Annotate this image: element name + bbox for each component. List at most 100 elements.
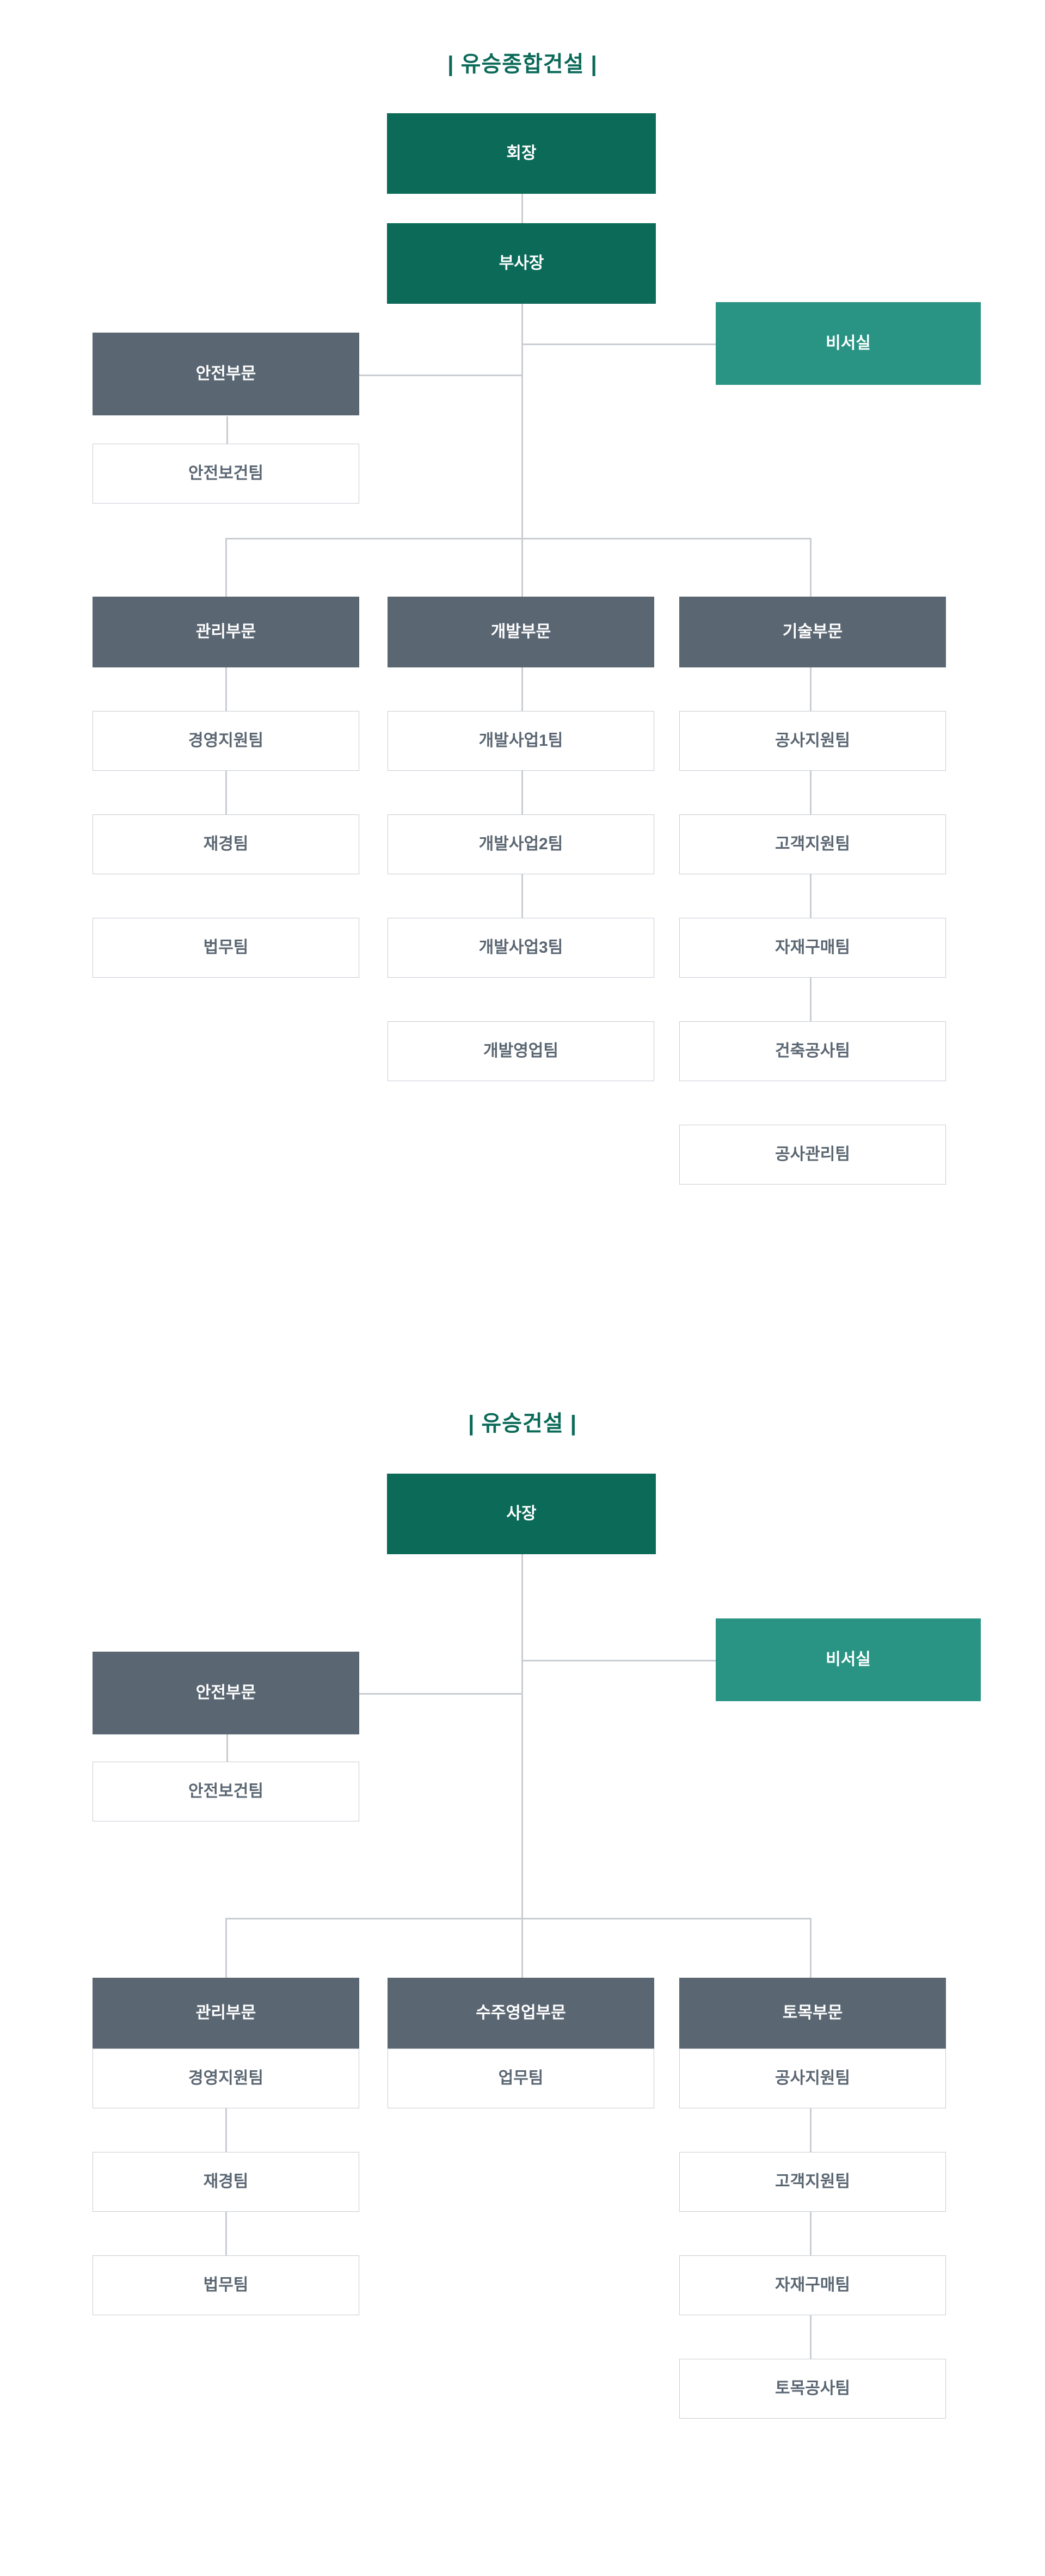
node-label: 건축공사팀 xyxy=(775,1042,850,1060)
node-label: 관리부문 xyxy=(195,2004,256,2022)
node-president[interactable]: 사장 xyxy=(387,1474,656,1554)
connector-division-bus xyxy=(225,538,810,539)
node-division-management[interactable]: 관리부문 xyxy=(93,1978,359,2048)
node-label: 관리부문 xyxy=(195,623,256,641)
node-secretary-office[interactable]: 비서실 xyxy=(716,1618,981,1701)
node-team[interactable]: 고객지원팀 xyxy=(679,814,946,874)
connector-col3-seg3 xyxy=(810,2315,812,2359)
node-team[interactable]: 공사지원팀 xyxy=(679,2048,946,2108)
connector-bus-to-col3 xyxy=(810,1918,812,1978)
node-team[interactable]: 개발영업팀 xyxy=(388,1021,654,1081)
node-team[interactable]: 공사관리팀 xyxy=(679,1125,946,1185)
connector-col2-seg3 xyxy=(521,874,523,918)
connector-safety-to-team xyxy=(226,1734,228,1762)
connector-chairman-to-vicepresident xyxy=(521,193,523,226)
node-label: 안전부문 xyxy=(195,1684,256,1702)
node-safety-health-team[interactable]: 안전보건팀 xyxy=(93,444,359,504)
node-label: 재경팀 xyxy=(203,2173,249,2191)
chart-title: | 유승종합건설 | xyxy=(447,52,598,76)
node-label: 사장 xyxy=(506,1505,537,1523)
node-label: 개발부문 xyxy=(490,623,551,641)
connector-col1-seg2 xyxy=(225,2212,227,2255)
connector-safety-to-team xyxy=(226,416,228,444)
node-division-development[interactable]: 개발부문 xyxy=(388,597,654,667)
node-team[interactable]: 개발사업2팀 xyxy=(388,814,654,874)
connector-col3-seg2 xyxy=(810,2212,812,2255)
connector-bus-to-col1 xyxy=(225,538,227,597)
node-label: 공사지원팀 xyxy=(775,732,850,750)
node-label: 개발사업1팀 xyxy=(478,732,563,750)
node-label: 개발사업3팀 xyxy=(478,939,563,956)
node-label: 고객지원팀 xyxy=(775,2173,850,2191)
node-label: 재경팀 xyxy=(203,835,249,853)
connector-col3-seg2 xyxy=(810,771,812,814)
node-team[interactable]: 업무팀 xyxy=(388,2048,654,2108)
node-safety-health-team[interactable]: 안전보건팀 xyxy=(93,1762,359,1821)
node-team[interactable]: 재경팀 xyxy=(93,814,359,874)
node-division-civil-engineering[interactable]: 토목부문 xyxy=(679,1978,946,2048)
node-label: 안전보건팀 xyxy=(188,1782,263,1800)
node-label: 개발영업팀 xyxy=(483,1042,558,1060)
connector-col3-seg1 xyxy=(810,2108,812,2152)
node-safety-division[interactable]: 안전부문 xyxy=(93,1652,359,1734)
node-team[interactable]: 토목공사팀 xyxy=(679,2359,946,2419)
node-label: 공사관리팀 xyxy=(775,1145,850,1163)
connector-to-secretary xyxy=(521,1660,717,1661)
node-team[interactable]: 경영지원팀 xyxy=(93,2048,359,2108)
node-division-sales[interactable]: 수주영업부문 xyxy=(388,1978,654,2048)
node-label: 부사장 xyxy=(499,254,544,272)
chart-title: | 유승건설 | xyxy=(468,1412,577,1436)
node-team[interactable]: 고객지원팀 xyxy=(679,2152,946,2212)
node-label: 법무팀 xyxy=(203,939,249,956)
node-label: 비서실 xyxy=(826,1651,871,1669)
node-team[interactable]: 개발사업1팀 xyxy=(388,711,654,771)
connector-to-safety-division xyxy=(359,1693,522,1695)
node-division-technology[interactable]: 기술부문 xyxy=(679,597,946,667)
node-label: 자재구매팀 xyxy=(775,939,850,956)
node-chairman[interactable]: 회장 xyxy=(387,113,656,194)
node-team[interactable]: 자재구매팀 xyxy=(679,918,946,978)
node-team[interactable]: 법무팀 xyxy=(93,918,359,978)
connector-bus-to-col2 xyxy=(521,538,523,597)
node-safety-division[interactable]: 안전부문 xyxy=(93,333,359,415)
node-label: 경영지원팀 xyxy=(188,2069,263,2087)
connector-division-bus xyxy=(225,1918,810,1919)
node-team[interactable]: 공사지원팀 xyxy=(679,711,946,771)
connector-col2-seg2 xyxy=(521,771,523,814)
connector-col1-seg1 xyxy=(225,667,227,711)
connector-to-secretary xyxy=(521,344,717,345)
node-team[interactable]: 개발사업3팀 xyxy=(388,918,654,978)
connector-col1-seg2 xyxy=(225,771,227,814)
connector-col3-seg3 xyxy=(810,874,812,918)
node-label: 법무팀 xyxy=(203,2276,249,2294)
connector-col3-seg4 xyxy=(810,978,812,1021)
node-label: 고객지원팀 xyxy=(775,835,850,853)
node-team[interactable]: 재경팀 xyxy=(93,2152,359,2212)
connector-col2-seg1 xyxy=(521,667,523,711)
node-team[interactable]: 건축공사팀 xyxy=(679,1021,946,1081)
node-team[interactable]: 법무팀 xyxy=(93,2255,359,2315)
node-division-management[interactable]: 관리부문 xyxy=(93,597,359,667)
connector-bus-to-col3 xyxy=(810,538,812,597)
connector-bus-to-col1 xyxy=(225,1918,227,1978)
node-label: 비서실 xyxy=(826,334,871,352)
node-label: 토목공사팀 xyxy=(775,2379,850,2397)
node-label: 공사지원팀 xyxy=(775,2069,850,2087)
connector-col3-seg1 xyxy=(810,667,812,711)
connector-col1-seg1 xyxy=(225,2108,227,2152)
connector-bus-to-col2 xyxy=(521,1918,523,1978)
node-team[interactable]: 자재구매팀 xyxy=(679,2255,946,2315)
node-label: 경영지원팀 xyxy=(188,732,263,750)
node-team[interactable]: 경영지원팀 xyxy=(93,711,359,771)
node-label: 토목부문 xyxy=(782,2004,843,2022)
node-label: 자재구매팀 xyxy=(775,2276,850,2294)
connector-vicepresident-down xyxy=(521,302,523,539)
node-secretary-office[interactable]: 비서실 xyxy=(716,302,981,385)
connector-to-safety-division xyxy=(359,375,522,376)
node-vice-president[interactable]: 부사장 xyxy=(387,223,656,304)
node-label: 기술부문 xyxy=(782,623,843,641)
node-label: 안전보건팀 xyxy=(188,464,263,482)
node-label: 업무팀 xyxy=(498,2069,544,2087)
node-label: 안전부문 xyxy=(195,365,256,383)
node-label: 수주영업부문 xyxy=(476,2004,566,2022)
